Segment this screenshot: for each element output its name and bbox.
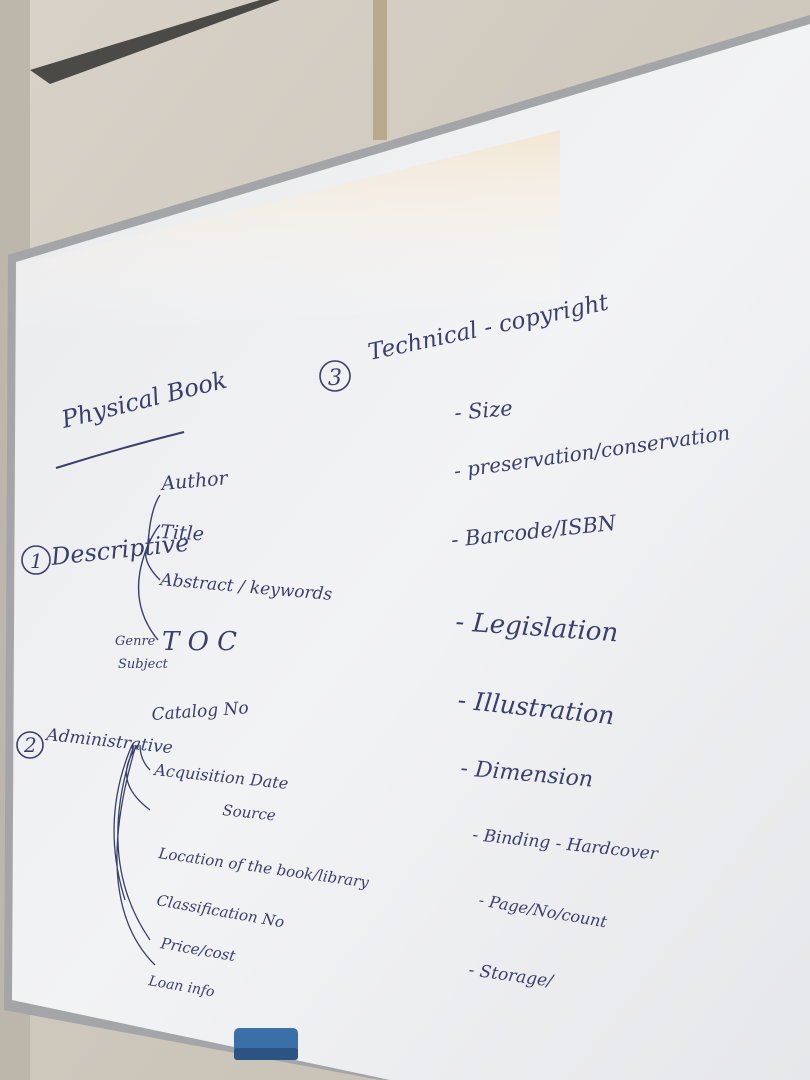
wall-panel-seam bbox=[373, 0, 387, 140]
window-reflection bbox=[18, 130, 560, 335]
number-circle-1 bbox=[21, 545, 51, 575]
number-circle-2 bbox=[16, 731, 44, 759]
number-3: 3 bbox=[328, 366, 342, 391]
administrative-item-3: Source bbox=[222, 801, 277, 824]
eraser[interactable] bbox=[234, 1028, 298, 1060]
descriptive-item-4: T O C bbox=[162, 627, 237, 657]
descriptive-item-2: Title bbox=[160, 521, 205, 545]
heading-underline bbox=[55, 431, 185, 469]
descriptive-bracket bbox=[137, 494, 161, 641]
technical-item-1: - Size bbox=[453, 396, 513, 425]
number-circle-3 bbox=[319, 360, 351, 392]
side-note-subject: Subject bbox=[118, 657, 169, 672]
administrative-arcs bbox=[113, 744, 156, 966]
side-note-genre: Genre bbox=[115, 634, 156, 649]
number-2: 2 bbox=[23, 733, 37, 757]
wall-ledge bbox=[30, 0, 280, 84]
number-1: 1 bbox=[30, 549, 43, 573]
